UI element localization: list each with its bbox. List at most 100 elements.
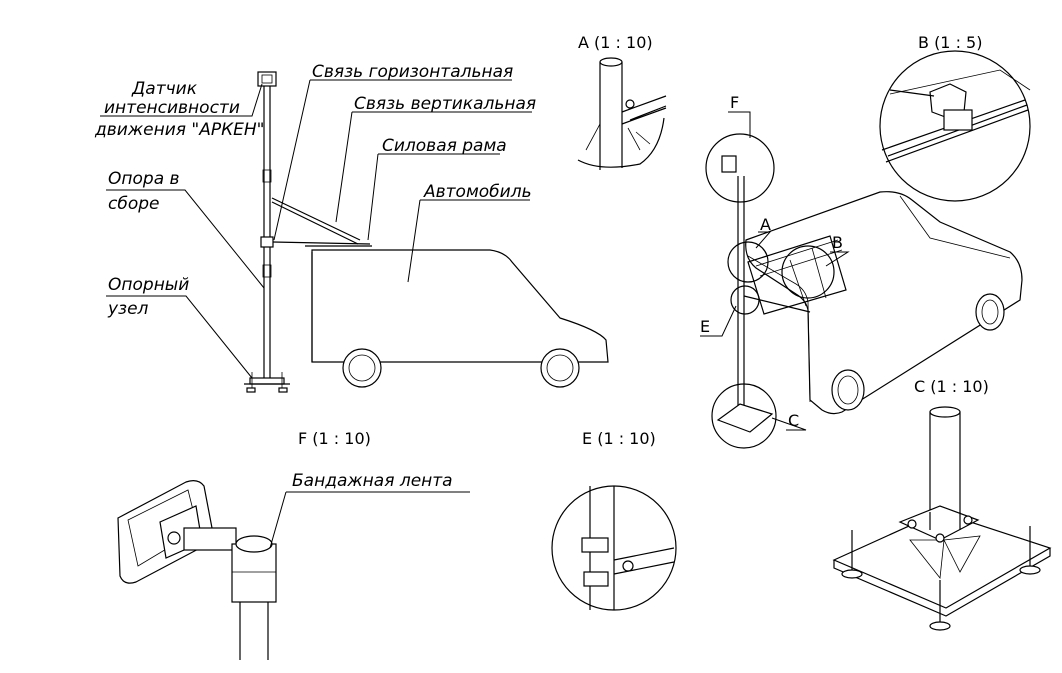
leader-vertical-link — [335, 111, 532, 223]
detail-c-nut-3 — [935, 533, 945, 543]
car-wheel-rear-rim — [348, 354, 376, 382]
iso-marker-b: B — [832, 233, 843, 252]
detail-c-nut-2 — [963, 515, 973, 525]
label-vertical-link: Связь вертикальная — [354, 94, 536, 114]
side-view — [244, 71, 609, 393]
car-wheel-front — [540, 348, 580, 388]
base-foot-left — [246, 387, 256, 393]
vertical-link-a — [271, 197, 361, 241]
detail-c-foot-1 — [841, 569, 863, 579]
iso-roof-frame-bars — [755, 239, 843, 307]
car-body — [311, 249, 609, 363]
iso-car-windshield — [899, 195, 1011, 259]
iso-view — [700, 111, 1023, 449]
detail-c-foot-3 — [929, 621, 951, 631]
iso-circle-e — [730, 285, 760, 315]
iso-marker-f: F — [730, 93, 739, 112]
detail-f-arm — [183, 527, 237, 551]
vertical-link-b — [271, 201, 359, 245]
iso-circle-a — [727, 241, 769, 283]
sensor-face — [261, 74, 273, 84]
detail-a-braces — [585, 123, 651, 151]
detail-b-rod — [889, 89, 935, 97]
iso-leader-f — [728, 111, 751, 138]
detail-f-bolt — [167, 531, 181, 545]
detail-c-title: C (1 : 10) — [914, 377, 989, 396]
iso-sensor — [721, 155, 737, 173]
detail-e: E (1 : 10) — [551, 429, 677, 611]
detail-b-title: B (1 : 5) — [918, 33, 982, 52]
iso-leader-b — [825, 251, 850, 267]
iso-wheel-front — [975, 293, 1005, 331]
detail-c: C (1 : 10) — [832, 377, 1052, 631]
leader-node — [106, 295, 253, 379]
iso-marker-c: C — [788, 411, 799, 430]
detail-f: F (1 : 10) — [117, 429, 470, 660]
detail-a-joint — [625, 99, 635, 109]
leader-sensor — [100, 83, 263, 117]
detail-a-pole-top — [599, 57, 623, 67]
detail-e-link — [613, 547, 675, 575]
label-node-2: узел — [107, 299, 149, 319]
detail-a-title: A (1 : 10) — [578, 33, 653, 52]
detail-c-gussets — [909, 535, 981, 580]
iso-wheel-rear — [831, 369, 865, 411]
detail-e-clamp-upper — [581, 537, 609, 553]
detail-b-frame-back — [889, 69, 1031, 95]
detail-b-circle — [879, 50, 1031, 202]
iso-marker-a: A — [760, 215, 771, 234]
iso-circle-c — [711, 383, 777, 449]
detail-c-pole-top — [929, 406, 961, 418]
detail-e-joint — [622, 560, 634, 572]
leader-car — [407, 199, 530, 283]
car-wheel-rear — [342, 348, 382, 388]
label-pole-1: Опора в — [108, 169, 180, 189]
detail-a-frame — [621, 95, 667, 125]
iso-leader-e — [700, 305, 737, 337]
sensor-box — [257, 71, 277, 87]
leader-band-tape — [269, 491, 470, 549]
detail-a-pole — [599, 62, 623, 170]
detail-c-clamp-plate — [898, 505, 980, 541]
detail-a-circle-arc — [577, 117, 665, 168]
detail-b: B (1 : 5) — [879, 33, 1031, 202]
detail-e-clamp-lower — [583, 571, 609, 587]
iso-circle-b — [781, 245, 835, 299]
leader-horizontal-link — [273, 79, 512, 241]
iso-wheel-front-rim — [981, 299, 999, 325]
detail-e-title: E (1 : 10) — [582, 429, 656, 448]
detail-c-foot-2 — [1019, 565, 1041, 575]
leader-pole — [106, 189, 265, 289]
pole-bracket — [260, 236, 274, 248]
detail-a: A (1 : 10) — [577, 33, 667, 170]
iso-leader-c — [771, 417, 807, 431]
label-node-1: Опорный — [108, 275, 189, 295]
base-foot-right — [278, 387, 288, 393]
detail-b-block — [943, 109, 973, 131]
label-car: Автомобиль — [423, 182, 532, 202]
base-plate — [249, 377, 285, 385]
iso-wheel-rear-rim — [837, 375, 859, 405]
label-pole-2: сборе — [108, 194, 159, 214]
label-sensor-3: движения "АРКЕН" — [94, 120, 265, 140]
label-band-tape: Бандажная лента — [292, 471, 453, 491]
detail-f-pole-top — [235, 535, 273, 553]
detail-c-nut-1 — [907, 519, 917, 529]
label-sensor-1: Датчик — [131, 79, 198, 99]
leader-power-frame — [367, 153, 500, 241]
iso-circle-f — [705, 133, 775, 203]
pole-clamp-lower — [262, 264, 272, 278]
label-power-frame: Силовая рама — [382, 136, 507, 156]
iso-base — [716, 403, 774, 433]
label-horizontal-link: Связь горизонтальная — [312, 62, 513, 82]
detail-f-title: F (1 : 10) — [298, 429, 371, 448]
car-wheel-front-rim — [546, 354, 574, 382]
iso-leader-a — [755, 231, 772, 249]
pole-clamp-upper — [262, 169, 272, 183]
detail-f-band-block — [231, 543, 277, 603]
iso-marker-e: E — [700, 317, 710, 336]
detail-c-plate-edge — [833, 548, 1051, 617]
main-leaders — [100, 79, 532, 379]
